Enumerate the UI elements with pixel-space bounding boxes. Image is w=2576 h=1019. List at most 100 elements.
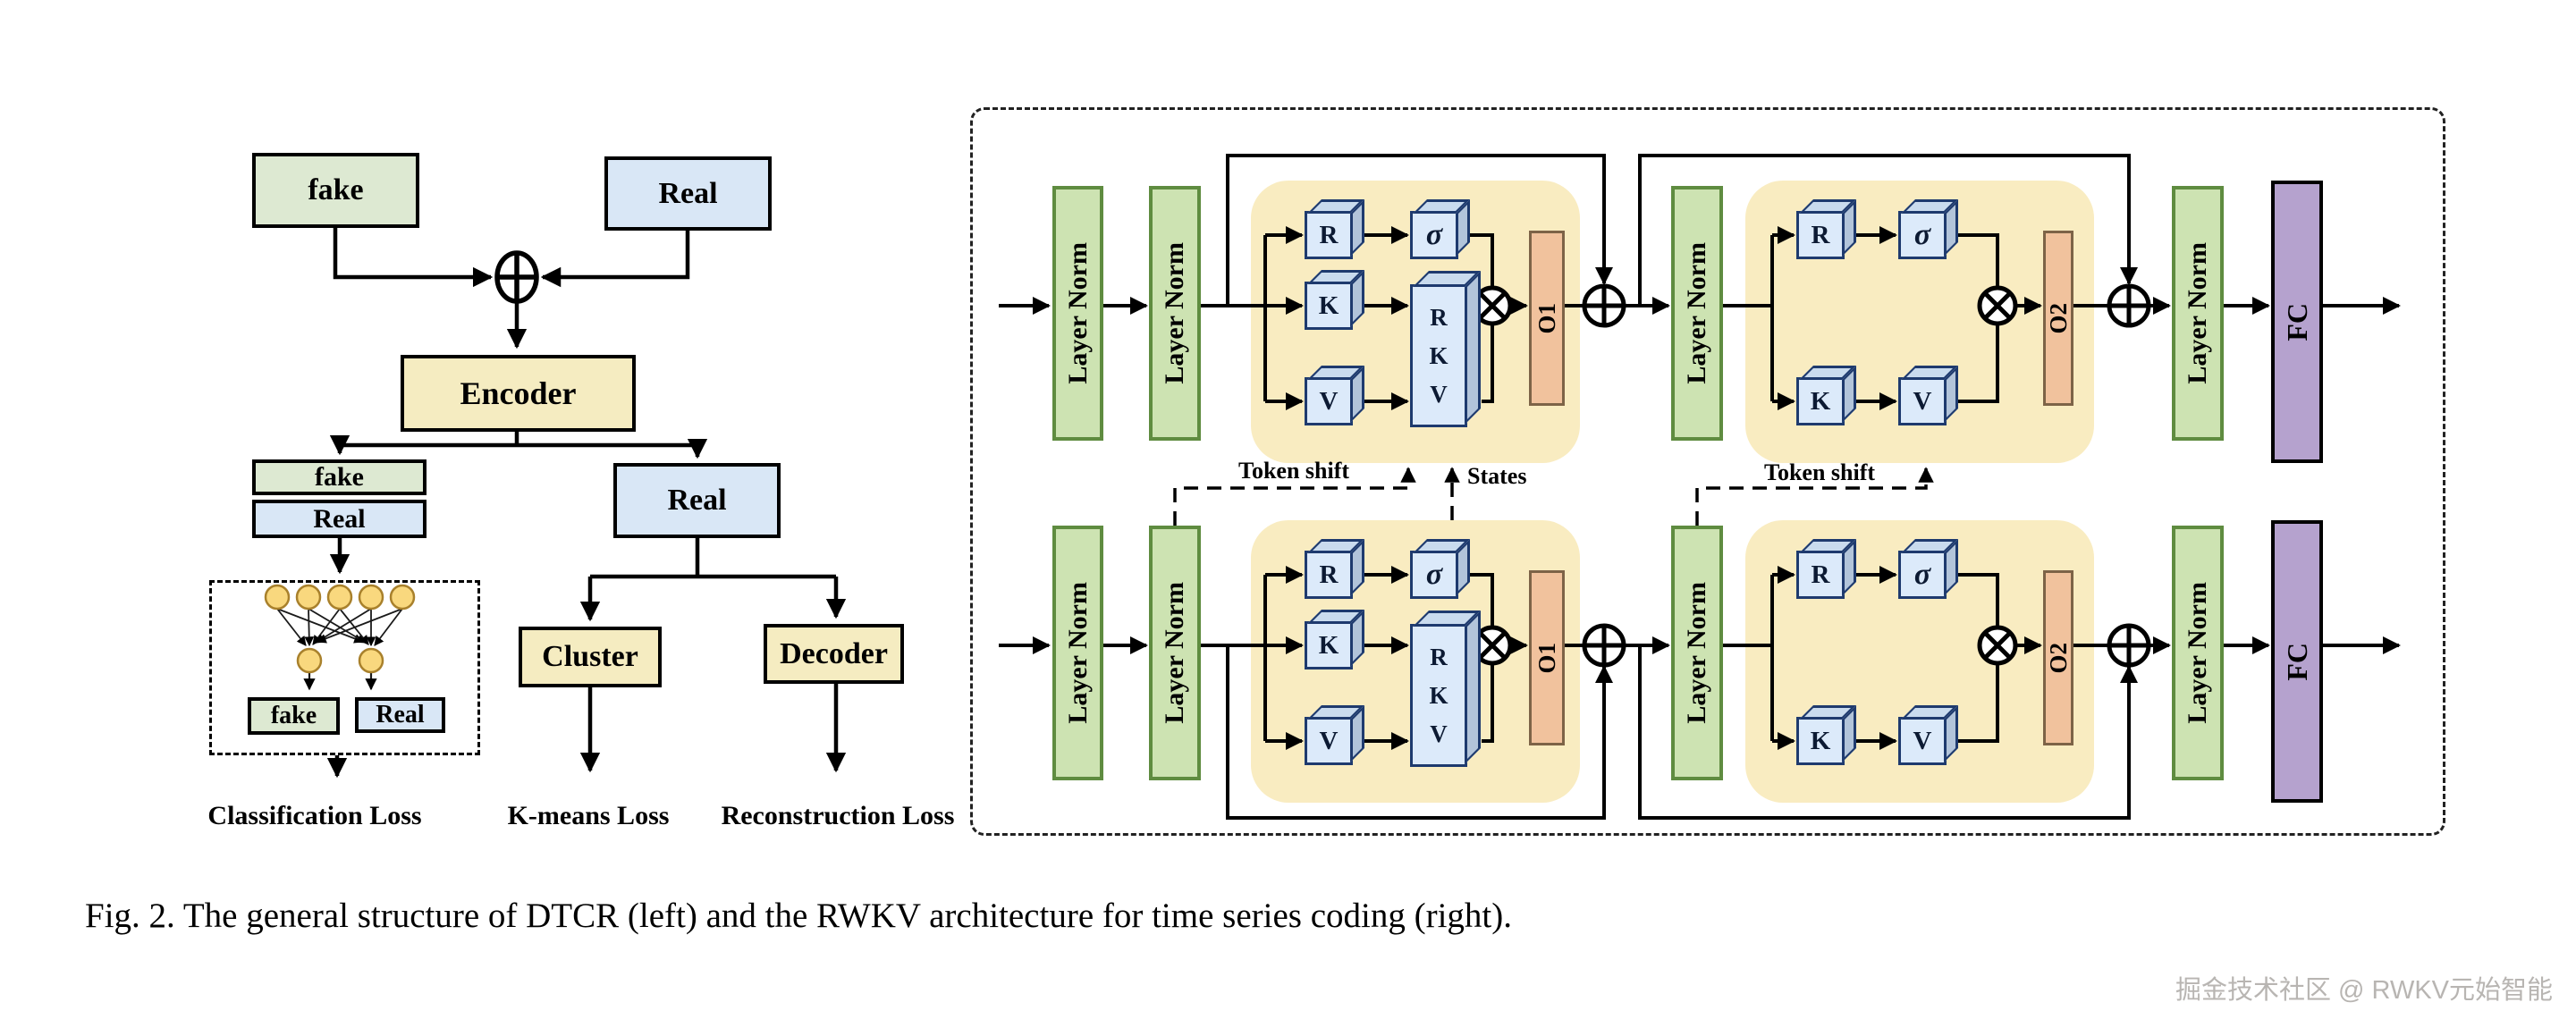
sigma-cube-label: σ: [1913, 558, 1931, 591]
decoder-label: Decoder: [780, 636, 888, 670]
v-cube: V: [1898, 366, 1958, 425]
decoder-box: Decoder: [764, 624, 904, 684]
classifier-real-label: Real: [376, 701, 425, 728]
layer-norm-bar: Layer Norm: [2172, 526, 2224, 780]
k-cube: K: [1796, 366, 1856, 425]
real-branch-box: Real: [613, 463, 781, 538]
watermark: 掘金技术社区 @ RWKV元始智能: [2175, 976, 2553, 1005]
layer-norm-bar: Layer Norm: [2172, 186, 2224, 441]
v-cube: V: [1305, 366, 1364, 425]
layer-norm-bar: Layer Norm: [1149, 526, 1201, 780]
layer-norm-bar: Layer Norm: [1671, 526, 1723, 780]
o1-bar: O1: [1529, 570, 1565, 745]
fake-encoded-box: fake: [252, 459, 427, 495]
fake-encoded-label: fake: [315, 462, 364, 492]
layer-norm-bar: Layer Norm: [1052, 526, 1103, 780]
k-cube-label: K: [1318, 630, 1339, 660]
reconstruction-loss-label: Reconstruction Loss: [721, 801, 955, 830]
r-cube: R: [1305, 199, 1364, 259]
dtcr-connectors: [264, 228, 847, 779]
sigma-cube: σ: [1898, 539, 1958, 599]
classifier-real-box: Real: [355, 697, 445, 733]
real-branch-label: Real: [667, 484, 727, 517]
o2-bar: O2: [2043, 231, 2073, 406]
r-cube-label: R: [1811, 560, 1830, 589]
sigma-cube-label: σ: [1425, 558, 1443, 591]
classifier-fake-box: fake: [248, 697, 340, 735]
o1-bar: O1: [1529, 231, 1565, 406]
layer-norm-label: Layer Norm: [1682, 582, 1711, 724]
layer-norm-label: Layer Norm: [1682, 242, 1711, 384]
k-cube: K: [1796, 705, 1856, 765]
r-cube-label: R: [1319, 560, 1339, 589]
sigma-cube: σ: [1410, 539, 1470, 599]
figure-caption: Fig. 2. The general structure of DTCR (l…: [85, 897, 1512, 935]
classifier-fake-label: fake: [270, 702, 317, 729]
fc-label: FC: [2280, 642, 2313, 681]
states-label: States: [1467, 463, 1527, 489]
layer-norm-label: Layer Norm: [1062, 582, 1093, 724]
layer-norm-label: Layer Norm: [1160, 242, 1189, 384]
o2-label: O2: [2044, 302, 2072, 334]
k-cube: K: [1305, 610, 1364, 670]
sigma-cube-label: σ: [1913, 218, 1931, 251]
classification-loss-label: Classification Loss: [207, 801, 422, 830]
k-cube: K: [1305, 270, 1364, 330]
v-cube-label: V: [1319, 386, 1339, 416]
layer-norm-bar: Layer Norm: [1052, 186, 1103, 441]
sigma-cube: σ: [1410, 199, 1470, 259]
v-cube-label: V: [1913, 386, 1932, 416]
o1-label: O1: [1533, 302, 1560, 334]
k-cube-label: K: [1810, 726, 1831, 755]
classifier-dashed-box: [209, 580, 480, 755]
kmeans-loss-label: K-means Loss: [507, 801, 670, 830]
encoder-label: Encoder: [460, 375, 577, 411]
layer-norm-bar: Layer Norm: [1149, 186, 1201, 441]
nn-connections: [276, 608, 403, 691]
v-cube-label: V: [1319, 726, 1339, 755]
fc-bar: FC: [2271, 520, 2323, 803]
layer-norm-label: Layer Norm: [2183, 582, 2212, 724]
r-cube: R: [1796, 199, 1856, 259]
token-shift-label: Token shift: [1764, 459, 1876, 485]
fc-bar: FC: [2271, 181, 2323, 463]
fake-input-label: fake: [308, 173, 364, 206]
v-cube: V: [1305, 705, 1364, 765]
real-input-box: Real: [604, 156, 772, 231]
real-encoded-box: Real: [252, 500, 427, 538]
r-cube-label: R: [1811, 220, 1830, 249]
sum-junction-icon: [494, 250, 539, 304]
o2-label: O2: [2044, 642, 2072, 674]
encoder-box: Encoder: [401, 355, 636, 432]
nn-nodes: [264, 584, 416, 674]
rwkv-connectors: [999, 154, 2401, 820]
sigma-cube: σ: [1898, 199, 1958, 259]
fake-input-box: fake: [252, 153, 419, 228]
cluster-label: Cluster: [542, 640, 638, 673]
r-cube: R: [1305, 539, 1364, 599]
sigma-cube-label: σ: [1425, 218, 1443, 251]
layer-norm-label: Layer Norm: [1160, 582, 1189, 724]
fc-label: FC: [2280, 302, 2313, 341]
v-cube: V: [1898, 705, 1958, 765]
k-cube-label: K: [1318, 291, 1339, 320]
layer-norm-label: Layer Norm: [1062, 242, 1093, 384]
real-encoded-label: Real: [313, 503, 366, 534]
o1-label: O1: [1533, 642, 1560, 674]
token-shift-label: Token shift: [1238, 458, 1350, 484]
rwkv-panel-border: [970, 107, 2445, 836]
r-cube: R: [1796, 539, 1856, 599]
layer-norm-bar: Layer Norm: [1671, 186, 1723, 441]
cluster-box: Cluster: [519, 627, 662, 687]
v-cube-label: V: [1913, 726, 1932, 755]
real-input-label: Real: [658, 176, 718, 210]
k-cube-label: K: [1810, 386, 1831, 416]
